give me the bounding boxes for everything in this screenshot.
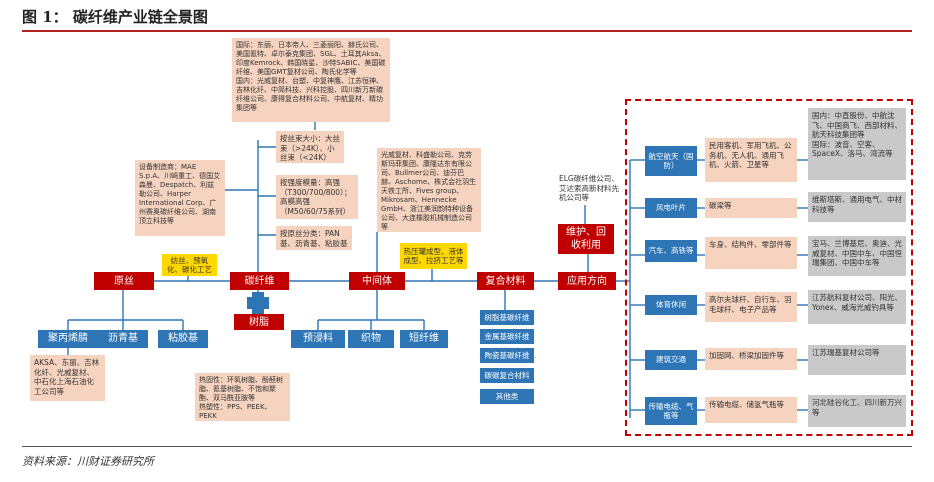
composite-other: 其他类 xyxy=(480,389,534,404)
node-intermediate: 中间体 xyxy=(349,272,405,290)
composite-resin-based: 树脂基碳纤维 xyxy=(480,310,534,325)
footer-divider xyxy=(22,446,912,447)
intermediate-short-fiber: 短纤维 xyxy=(400,330,448,348)
node-resin: 树脂 xyxy=(234,314,284,330)
precursor-companies-box: AKSA、东丽、吉林化纤、光威复材、中石化上海石油化工公司等 xyxy=(30,355,105,401)
app-aerospace: 航空航天（国防） xyxy=(645,146,697,176)
composite-ceramic-based: 陶瓷基碳纤维 xyxy=(480,348,534,363)
spec-precursor-type: 按原丝分类：PAN基、沥青基、粘胶基 xyxy=(276,226,352,250)
app-automotive-products: 车身、结构件、零部件等 xyxy=(705,237,797,269)
source-note: 资料来源：川财证券研究所 xyxy=(22,455,154,468)
node-composite: 复合材料 xyxy=(477,272,534,290)
molding-process-box: 热压罐成型、液体成型、拉挤工艺等 xyxy=(400,243,467,269)
app-cables-companies: 河北硅谷化工、四川新万兴等 xyxy=(808,395,906,427)
app-automotive-rail: 汽车、高铁等 xyxy=(645,240,697,262)
composite-carbon-carbon: 碳碳复合材料 xyxy=(480,368,534,383)
spinning-process-box: 纺丝、预氧化、碳化工艺 xyxy=(162,254,217,276)
node-precursor: 原丝 xyxy=(94,272,154,290)
app-construction-companies: 江苏瑞基复材公司等 xyxy=(808,345,906,375)
precursor-pan: 聚丙烯腈 xyxy=(38,330,98,348)
app-construction-products: 加固网、桥梁加固件等 xyxy=(705,348,797,370)
intermediate-fabric: 织物 xyxy=(348,330,394,348)
node-carbon-fiber: 碳纤维 xyxy=(230,272,289,290)
applications-frame xyxy=(625,99,913,436)
app-sports-leisure: 体育休闲 xyxy=(645,295,697,315)
spec-tow-size: 按丝束大小：大丝束（>24K）、小丝束（<24K） xyxy=(276,131,344,163)
equipment-manufacturers-box: 设备制造商：MAE S.p.A、川崎重工、德国艾森曼、Despatch、利兹勒公… xyxy=(135,160,225,236)
app-cables-cylinders: 传输电缆、气瓶等 xyxy=(645,397,697,425)
app-construction-transport: 建筑交通 xyxy=(645,350,697,370)
title-underline xyxy=(22,30,912,32)
intermediate-prepreg: 预浸料 xyxy=(291,330,345,348)
recycling-companies-text: ELG碳纤维公司、艾达索高新材料先机公司等 xyxy=(559,174,619,203)
app-wind-blades: 风电叶片 xyxy=(645,198,697,218)
resin-types-box: 热固性：环氧树脂、酚醛树脂、氰基树脂、不饱和聚酯、双马酰亚胺等 热塑性：PPS、… xyxy=(195,373,290,421)
figure-title: 图 1： 碳纤维产业链全景图 xyxy=(22,8,208,26)
app-cables-products: 传输电缆、储氢气瓶等 xyxy=(705,397,797,423)
precursor-viscose: 粘胶基 xyxy=(158,330,208,348)
composite-metal-based: 金属基碳纤维 xyxy=(480,329,534,344)
app-wind-products: 碳梁等 xyxy=(705,198,797,218)
app-wind-companies: 维斯塔斯、通用电气、中材科技等 xyxy=(808,192,906,222)
app-sports-companies: 江苏航科复材公司、阳光、Yonex、威海光威钓具等 xyxy=(808,290,906,324)
app-aerospace-companies: 国内：中直股份、中航沈飞、中国商飞、西部材料、航天科技集团等 国际：波音、空客、… xyxy=(808,108,906,180)
node-application: 应用方向 xyxy=(558,272,616,290)
process-companies-box: 光威复材、科盛勒公司、克劳斯玛菲集团、康隆达东有限公司、Bullmer公司、迪芬… xyxy=(377,148,481,232)
app-sports-products: 高尔夫球杆、自行车、羽毛球杆、电子产品等 xyxy=(705,292,797,322)
precursor-pitch: 沥青基 xyxy=(98,330,148,348)
node-maintenance-recycling: 维护、回收利用 xyxy=(558,224,614,254)
app-aerospace-products: 民用客机、军用飞机、公务机、无人机、通用飞机、火箭、卫星等 xyxy=(705,138,797,182)
app-automotive-companies: 宝马、兰博基尼、奥迪、光威复材、中国中车、中国恒瑞集团、中国中车等 xyxy=(808,236,906,276)
spec-strength-modulus: 按强度模量：高强（T300/700/800）；高模高强（M50/60/75系列） xyxy=(276,175,358,219)
cf-manufacturers-box: 国际：东丽、日本帝人、三菱丽阳、赫氏公司、美国氰特、卓尔泰克集团、SGL、土耳其… xyxy=(232,38,390,122)
